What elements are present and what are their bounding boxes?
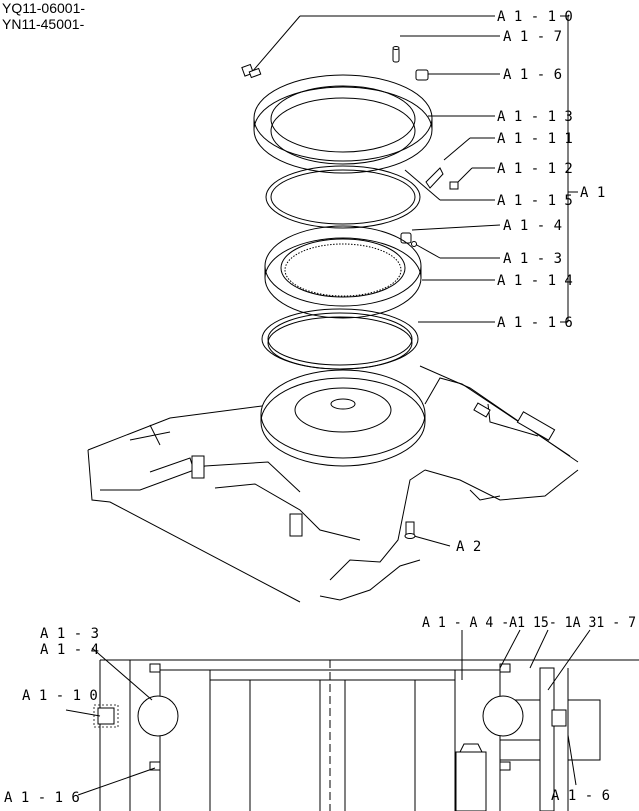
callout-a1-10: A 1 - 1 0	[497, 9, 573, 25]
section-callout-a1-3: A 1 - 3	[40, 626, 99, 642]
section-callout-a1-4: A 1 - 4	[40, 642, 99, 658]
callout-a2: A 2	[456, 539, 481, 555]
serial-range-2: YN11-45001-	[2, 16, 85, 32]
bolt-part	[241, 63, 262, 79]
pin-part	[392, 46, 400, 63]
callout-a1-3: A 1 - 3	[503, 251, 562, 267]
callout-a1-14: A 1 - 1 4	[497, 273, 573, 289]
section-callout-a1-6: A 1 - 6	[551, 788, 610, 804]
serial-range-1: YQ11-06001-	[2, 0, 86, 16]
callout-a1-11: A 1 - 1 1	[497, 131, 573, 147]
leader-lines-top	[251, 15, 501, 547]
callout-a1: A 1	[580, 185, 605, 201]
seal-ring-lower	[261, 308, 419, 370]
section-callout-a1-16: A 1 - 1 6	[4, 790, 80, 806]
callout-a1-13: A 1 - 1 3	[497, 109, 573, 125]
assembly-bracket	[560, 15, 578, 323]
upper-frame-turntable	[87, 365, 579, 603]
plug-part	[415, 69, 429, 81]
lock-plate-part	[425, 167, 444, 189]
slewing-bearing-outer-ring	[253, 74, 433, 174]
callout-a1-12: A 1 - 1 2	[497, 161, 573, 177]
inner-gear-ring	[264, 225, 422, 319]
callout-a1-16: A 1 - 1 6	[497, 315, 573, 331]
seal-ring-upper	[265, 165, 421, 229]
callout-a1-6: A 1 - 6	[503, 67, 562, 83]
leader-lines-section	[65, 629, 591, 796]
cross-section-view	[93, 659, 639, 811]
section-callout-a1-10: A 1 - 1 0	[22, 688, 98, 704]
callout-a1-7: A 1 - 7	[503, 29, 562, 45]
callout-a1-4: A 1 - 4	[503, 218, 562, 234]
section-callout-cluster: A 1 - A 4 -A1 15- 1A 31 - 7	[422, 615, 636, 631]
small-bolt-part	[449, 181, 459, 190]
callout-a1-15: A 1 - 1 5	[497, 193, 573, 209]
